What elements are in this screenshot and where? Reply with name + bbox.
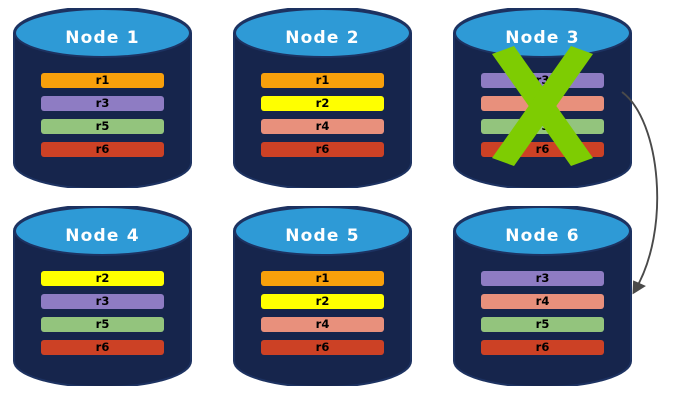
replica-bar[interactable]: r6 — [261, 340, 384, 355]
replica-list: r2 r3 r5 r6 — [41, 271, 164, 355]
replica-bar[interactable]: r2 — [261, 96, 384, 111]
replica-list: r1 r2 r4 r6 — [261, 271, 384, 355]
cylinder-top-disc — [454, 8, 631, 58]
replica-bar[interactable]: r2 — [261, 294, 384, 309]
replica-bar[interactable]: r5 — [481, 317, 604, 332]
replica-bar[interactable]: r5 — [41, 317, 164, 332]
cylinder-top-disc — [14, 206, 191, 256]
replica-bar[interactable]: r5 — [481, 119, 604, 134]
replica-bar[interactable]: r4 — [481, 96, 604, 111]
replica-bar[interactable]: r6 — [41, 340, 164, 355]
replica-bar[interactable]: r4 — [261, 317, 384, 332]
replica-list: r3 r4 r5 r6 — [481, 271, 604, 355]
replica-bar[interactable]: r3 — [41, 96, 164, 111]
replica-bar[interactable]: r3 — [41, 294, 164, 309]
cylinder-top-disc — [14, 8, 191, 58]
replica-bar[interactable]: r6 — [41, 142, 164, 157]
replica-bar[interactable]: r6 — [481, 142, 604, 157]
replica-bar[interactable]: r6 — [261, 142, 384, 157]
replica-bar[interactable]: r6 — [481, 340, 604, 355]
replica-bar[interactable]: r5 — [41, 119, 164, 134]
replica-bar[interactable]: r4 — [481, 294, 604, 309]
replica-bar[interactable]: r1 — [261, 73, 384, 88]
replica-bar[interactable]: r3 — [481, 73, 604, 88]
replica-bar[interactable]: r4 — [261, 119, 384, 134]
replica-list: r1 r2 r4 r6 — [261, 73, 384, 157]
replica-bar[interactable]: r1 — [261, 271, 384, 286]
replica-bar[interactable]: r3 — [481, 271, 604, 286]
cylinder-top-disc — [234, 206, 411, 256]
replica-list: r1 r3 r5 r6 — [41, 73, 164, 157]
replica-bar[interactable]: r1 — [41, 73, 164, 88]
replica-list: r3 r4 r5 r6 — [481, 73, 604, 157]
cylinder-top-disc — [234, 8, 411, 58]
cylinder-top-disc — [454, 206, 631, 256]
replica-bar[interactable]: r2 — [41, 271, 164, 286]
